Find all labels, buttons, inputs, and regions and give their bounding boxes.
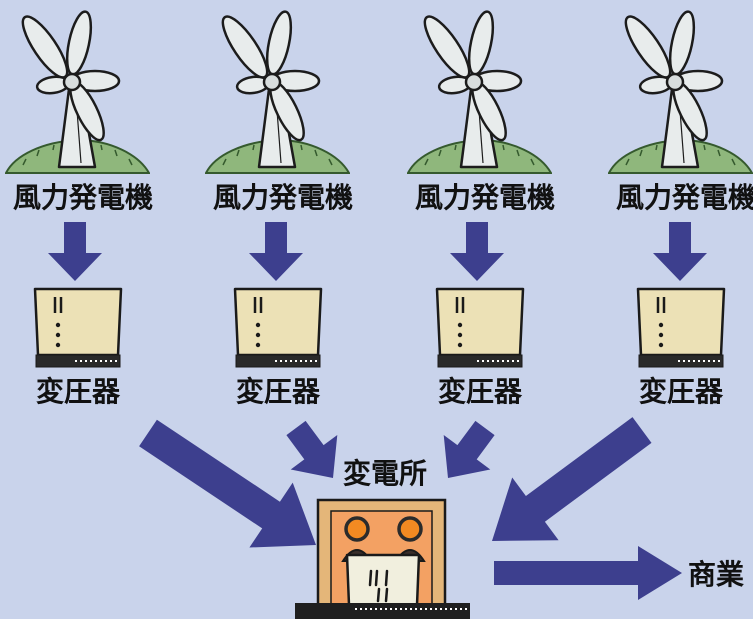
windmill-graphic <box>205 8 350 175</box>
windmill-icon <box>5 8 150 175</box>
output-label: 商業 <box>688 558 745 591</box>
arrow-down-4 <box>653 222 707 281</box>
generator-column-3: 風力発電機 変圧器 <box>407 0 557 420</box>
windmill-graphic <box>5 8 150 175</box>
generator-label: 風力発電機 <box>13 181 154 214</box>
windmill-graphic <box>608 8 753 175</box>
arrow-diag-4 <box>492 417 652 541</box>
transformer-graphic <box>636 287 726 369</box>
arrow-down-1 <box>48 222 102 281</box>
generator-label: 風力発電機 <box>213 181 354 214</box>
generator-label: 風力発電機 <box>415 181 556 214</box>
windmill-icon <box>608 8 753 175</box>
transformer-label: 変圧器 <box>235 375 320 408</box>
generator-column-1: 風力発電機 変圧器 <box>5 0 155 420</box>
transformer-icon <box>233 287 323 369</box>
substation-label: 変電所 <box>343 457 428 490</box>
transformer-icon <box>435 287 525 369</box>
transformer-graphic <box>233 287 323 369</box>
transformer-icon <box>33 287 123 369</box>
transformer-graphic <box>435 287 525 369</box>
transformer-icon <box>636 287 726 369</box>
generator-label: 風力発電機 <box>616 181 753 214</box>
arrow-right <box>494 546 682 600</box>
generator-column-4: 風力発電機 変圧器 <box>608 0 753 420</box>
arrow-down-3 <box>450 222 504 281</box>
arrow-down-2 <box>249 222 303 281</box>
substation-icon <box>295 498 470 619</box>
windmill-graphic <box>407 8 552 175</box>
transformer-label: 変圧器 <box>35 375 120 408</box>
transformer-graphic <box>33 287 123 369</box>
control-desk <box>345 553 421 607</box>
arrow-diag-2 <box>286 420 338 478</box>
windmill-icon <box>205 8 350 175</box>
substation-base <box>295 603 470 619</box>
arrow-diag-1 <box>139 419 316 548</box>
generator-column-2: 風力発電機 変圧器 <box>205 0 355 420</box>
transformer-label: 変圧器 <box>638 375 723 408</box>
windmill-icon <box>407 8 552 175</box>
transformer-label: 変圧器 <box>437 375 522 408</box>
desk-marks <box>368 569 389 603</box>
arrow-diag-3 <box>443 420 495 478</box>
